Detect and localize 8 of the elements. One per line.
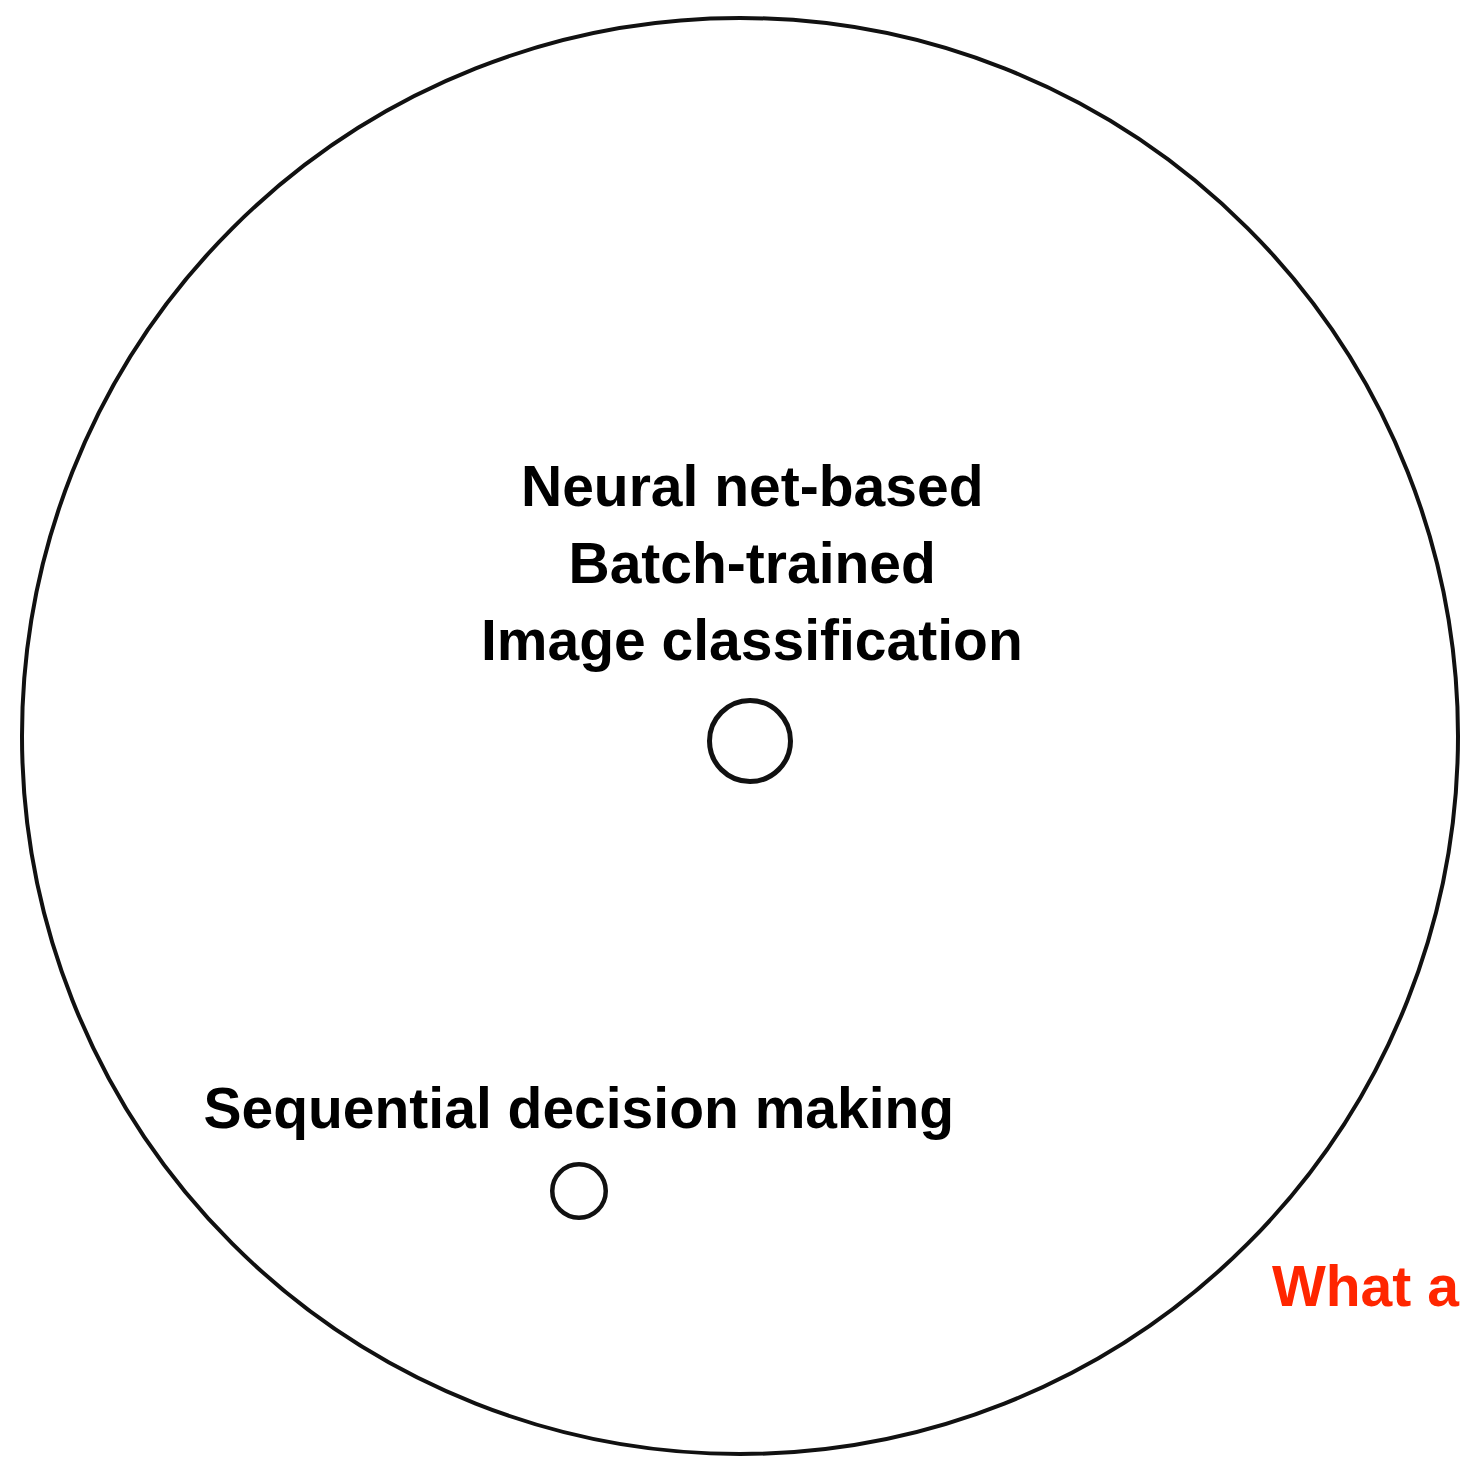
caption-text: Neural net-based	[521, 453, 984, 519]
large-circle	[20, 16, 1460, 1456]
caption-text: Sequential decision making	[203, 1075, 955, 1141]
caption-text: Batch-trained	[568, 530, 936, 596]
caption-text: Image classification	[481, 607, 1023, 673]
note-text: What a	[1272, 1253, 1459, 1319]
small-circle	[550, 1162, 608, 1220]
small-circle	[707, 698, 793, 784]
